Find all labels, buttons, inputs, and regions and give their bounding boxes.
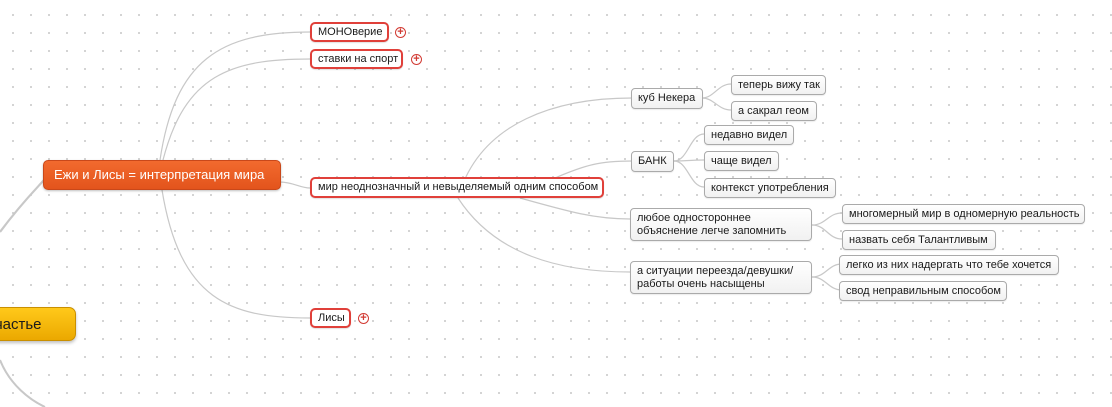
topic-bets-label: ставки на спорт	[318, 53, 399, 65]
leaf-bank-1[interactable]: недавно видел	[704, 125, 794, 145]
topic-world[interactable]: мир неоднозначный и невыделяемый одним с…	[310, 177, 604, 198]
expand-mono-icon[interactable]: +	[395, 27, 406, 38]
topic-foxes-label: Лисы	[318, 312, 345, 324]
connector-central-down	[0, 359, 46, 407]
connector-central-main	[0, 179, 45, 233]
leaf-situations-1[interactable]: легко из них надергать что тебе хочется	[839, 255, 1059, 275]
topic-onesided[interactable]: любое одностороннее объяснение легче зап…	[630, 208, 812, 241]
connector-bank-1	[673, 133, 705, 162]
leaf-bank-2-label: чаще видел	[711, 155, 772, 167]
topic-foxes[interactable]: Лисы	[310, 308, 351, 328]
connector-main-world	[279, 181, 311, 189]
connector-necker-1	[701, 83, 732, 99]
leaf-bank-3-label: контекст употребления	[711, 182, 829, 194]
topic-necker-label: куб Некера	[638, 92, 696, 104]
connector-main-mono	[159, 31, 311, 161]
connector-situations-2	[811, 276, 843, 291]
connector-world-situations	[457, 197, 631, 273]
leaf-bank-2[interactable]: чаще видел	[704, 151, 779, 171]
connector-world-necker	[457, 97, 633, 199]
expand-bets-icon[interactable]: +	[411, 54, 422, 65]
topic-onesided-label: любое одностороннее объяснение легче зап…	[637, 212, 787, 237]
topic-mono-label: МОНОверие	[318, 26, 383, 38]
leaf-necker-1[interactable]: теперь вижу так	[731, 75, 826, 95]
leaf-onesided-1-label: многомерный мир в одномерную реальность	[849, 208, 1080, 220]
leaf-onesided-2-label: назвать себя Талантливым	[849, 234, 988, 246]
leaf-bank-3[interactable]: контекст употребления	[704, 178, 836, 198]
connector-world-onesided	[519, 197, 631, 220]
leaf-situations-2-label: свод неправильным способом	[846, 285, 1001, 297]
leaf-necker-2-label: а сакрал геом	[738, 105, 809, 117]
topic-bank[interactable]: БАНК	[631, 151, 674, 172]
leaf-necker-1-label: теперь вижу так	[738, 79, 820, 91]
leaf-onesided-1[interactable]: многомерный мир в одномерную реальность	[842, 204, 1085, 224]
leaf-onesided-2[interactable]: назвать себя Талантливым	[842, 230, 996, 250]
topic-situations-label: а ситуации переезда/девушки/работы очень…	[637, 265, 794, 290]
topic-bank-label: БАНК	[638, 155, 667, 167]
topic-situations[interactable]: а ситуации переезда/девушки/работы очень…	[630, 261, 812, 294]
connector-necker-2	[701, 97, 732, 111]
connector-onesided-1	[811, 212, 843, 226]
connector-situations-1	[811, 263, 843, 278]
connector-main-bets	[162, 58, 311, 161]
topic-mono[interactable]: МОНОверие	[310, 22, 389, 42]
topic-necker[interactable]: куб Некера	[631, 88, 703, 109]
connector-bank-3	[673, 160, 705, 188]
central-topic-label: о счастье	[0, 316, 42, 333]
connector-onesided-2	[811, 224, 843, 240]
leaf-necker-2[interactable]: а сакрал геом	[731, 101, 817, 121]
expand-foxes-icon[interactable]: +	[358, 313, 369, 324]
central-topic[interactable]: о счастье	[0, 307, 76, 341]
topic-world-label: мир неоднозначный и невыделяемый одним с…	[318, 181, 599, 193]
leaf-situations-1-label: легко из них надергать что тебе хочется	[846, 259, 1052, 271]
main-topic[interactable]: Ежи и Лисы = интерпретация мира	[43, 160, 281, 190]
leaf-bank-1-label: недавно видел	[711, 129, 788, 141]
connector-main-foxes	[161, 189, 311, 319]
topic-bets[interactable]: ставки на спорт	[310, 49, 403, 69]
connector-world-bank	[554, 160, 633, 179]
leaf-situations-2[interactable]: свод неправильным способом	[839, 281, 1007, 301]
main-topic-label: Ежи и Лисы = интерпретация мира	[54, 167, 265, 182]
